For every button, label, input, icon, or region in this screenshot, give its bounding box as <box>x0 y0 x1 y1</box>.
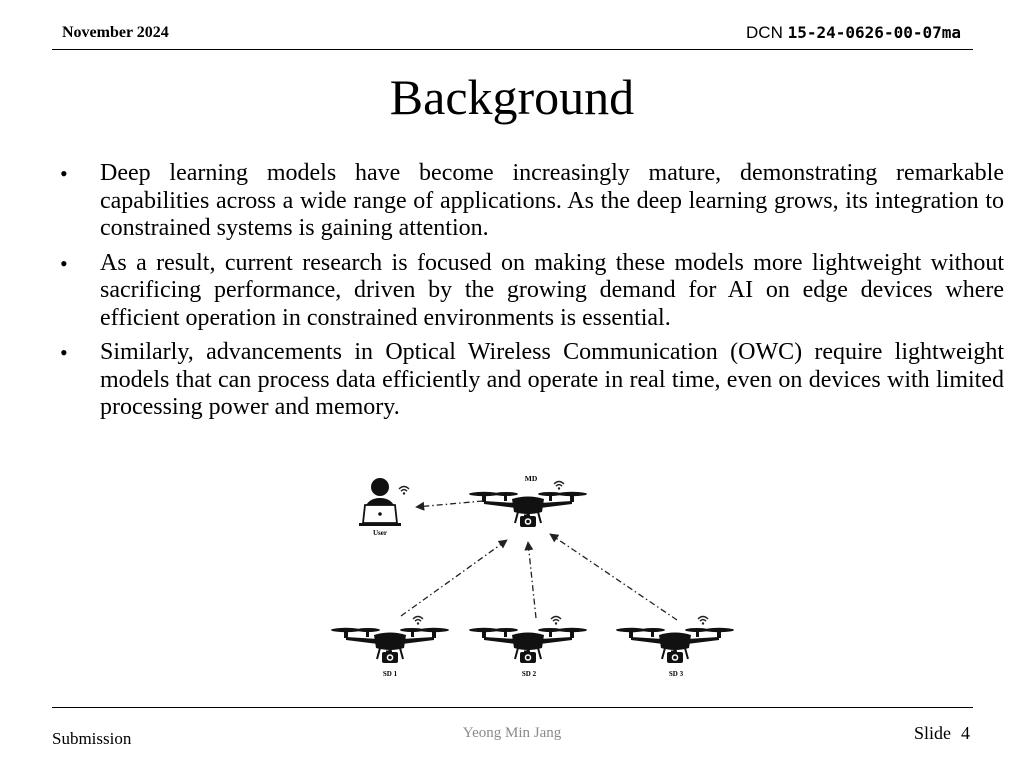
wifi-icon <box>398 485 410 496</box>
slide-title: Background <box>389 69 635 125</box>
bullet-list: • Deep learning models have become increa… <box>60 160 1004 429</box>
sd2-label: SD 2 <box>522 670 537 678</box>
wifi-icon <box>553 480 565 491</box>
footer-author: Yeong Min Jang <box>462 725 562 741</box>
slide-label: Slide <box>913 723 951 743</box>
master-drone-icon <box>468 490 588 528</box>
bullet-text: Similarly, advancements in Optical Wirel… <box>100 339 1004 420</box>
bullet-icon: • <box>60 161 68 186</box>
link-sd1-md <box>400 539 508 617</box>
bullet-item: • Similarly, advancements in Optical Wire… <box>60 339 1004 422</box>
footer-submission: Submission <box>52 729 132 748</box>
master-label: MD <box>525 474 538 483</box>
dcn-prefix: DCN <box>746 23 783 42</box>
drone-network-diagram: User MD SD 1 SD 2 SD 3 <box>330 474 735 678</box>
sd3-label: SD 3 <box>669 670 684 678</box>
dcn-number: 15-24-0626-00-07ma <box>787 23 961 42</box>
sd3-drone-icon <box>615 626 735 664</box>
user-label: User <box>373 529 387 537</box>
slide-number: 4 <box>961 723 970 743</box>
wifi-icon <box>697 615 709 626</box>
link-sd2-md <box>524 541 537 619</box>
bullet-icon: • <box>60 250 68 276</box>
sd1-drone-icon <box>330 626 450 664</box>
bullet-item: • Deep learning models have become increa… <box>60 160 1004 243</box>
header-date: November 2024 <box>62 24 169 41</box>
link-sd3-md <box>549 533 678 621</box>
footer-divider <box>52 707 973 708</box>
bullet-icon: • <box>60 340 68 365</box>
footer-slide-number: Slide 4 <box>914 723 970 744</box>
header-dcn: DCN 15-24-0626-00-07ma <box>746 23 961 43</box>
bullet-item: • As a result, current research is focuse… <box>60 250 1004 333</box>
header-divider <box>52 49 973 50</box>
sd2-drone-icon <box>468 626 588 664</box>
sd1-label: SD 1 <box>383 670 398 678</box>
wifi-icon <box>550 615 562 626</box>
wifi-icon <box>412 615 424 626</box>
bullet-text: As a result, current research is focused… <box>100 249 1004 331</box>
user-laptop-icon <box>359 478 401 526</box>
bullet-text: Deep learning models have become increas… <box>100 160 1004 241</box>
link-md-user <box>415 500 484 511</box>
